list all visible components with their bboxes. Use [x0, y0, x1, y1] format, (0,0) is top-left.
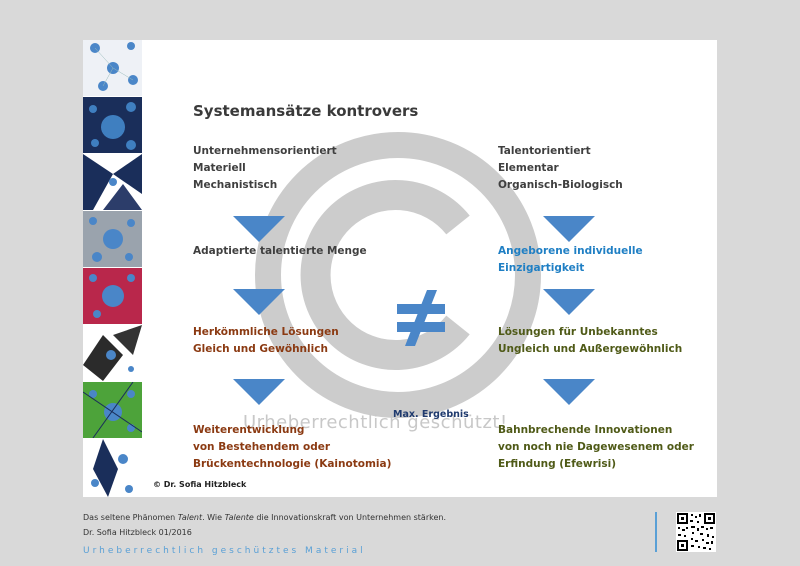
footer-author-date: Dr. Sofia Hitzbleck 01/2016 [83, 528, 192, 537]
strip-image-2 [83, 97, 142, 153]
down-arrow-icon [543, 289, 595, 315]
down-arrow-icon [543, 216, 595, 242]
footer-caption-emphasis: Talente [224, 513, 254, 522]
left-header-text: Unternehmensorientiert Materiell Mechani… [193, 145, 337, 191]
watermark-text: Urheberrechtlich geschützt! [243, 412, 508, 433]
copyright-text: © Dr. Sofia Hitzbleck [153, 480, 247, 489]
strip-image-6 [83, 325, 142, 381]
footer-divider [655, 512, 657, 552]
footer-caption: Das seltene Phänomen Talent. Wie Talente… [83, 513, 446, 522]
center-label: Max. Ergebnis [393, 409, 469, 420]
footer-caption-part: . Wie [202, 513, 225, 522]
footer-caption-part: Das seltene Phänomen [83, 513, 178, 522]
left-row2-text: Adaptierte talentierte Menge [193, 245, 367, 257]
right-row4-text: Bahnbrechende Innovationen von noch nie … [498, 424, 694, 470]
strip-image-8 [83, 439, 142, 497]
left-row3-text: Herkömmliche Lösungen Gleich und Gewöhnl… [193, 326, 339, 355]
slide-title: Systemansätze kontrovers [193, 102, 419, 120]
footer-caption-emphasis: Talent [177, 513, 203, 522]
copyright-watermark-icon [255, 132, 541, 418]
strip-image-4 [83, 211, 142, 267]
footer-watermark: Urheberrechtlich geschütztes Material [83, 546, 366, 556]
qr-code-icon [676, 512, 716, 552]
strip-image-1 [83, 40, 142, 96]
strip-image-7 [83, 382, 142, 438]
down-arrow-icon [233, 216, 285, 242]
right-header-text: Talentorientiert Elementar Organisch-Bio… [498, 145, 623, 191]
strip-image-3 [83, 154, 142, 210]
slide: Systemansätze kontrovers Unternehmensori… [83, 40, 717, 497]
footer-caption-part: die Innovationskraft von Unternehmen stä… [253, 513, 446, 522]
left-row4-text: Weiterentwicklung von Bestehendem oder B… [193, 424, 392, 470]
strip-image-5 [83, 268, 142, 324]
image-strip [83, 40, 142, 497]
down-arrow-icon [543, 379, 595, 405]
not-equal-icon [397, 290, 445, 346]
down-arrow-icon [233, 379, 285, 405]
down-arrow-icon [233, 289, 285, 315]
right-row3-text: Lösungen für Unbekanntes Ungleich und Au… [498, 326, 683, 355]
right-row2-text: Angeborene individuelle Einzigartigkeit [498, 245, 643, 274]
